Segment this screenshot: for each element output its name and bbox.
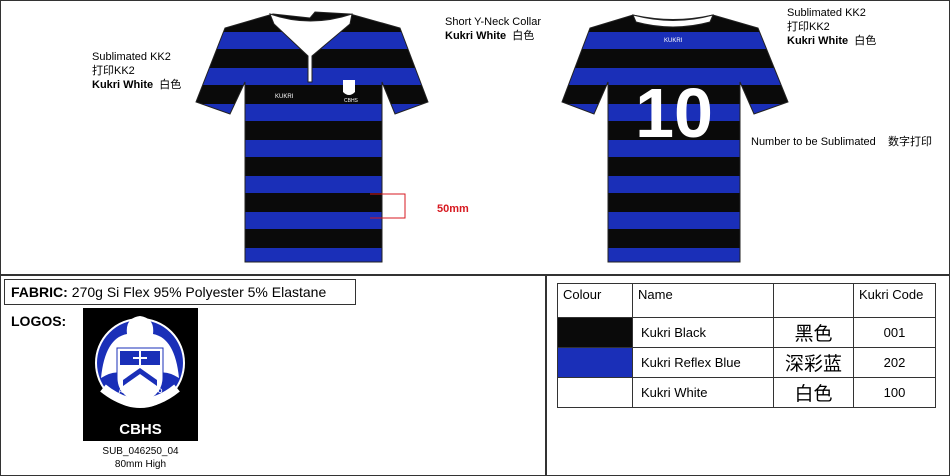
- row-code: 202: [853, 347, 936, 378]
- measure-label: 50mm: [437, 203, 469, 215]
- measure-bracket: [370, 193, 406, 219]
- col-header-name: Name: [632, 283, 774, 318]
- number-note-en: Number to be Sublimated: [751, 136, 876, 148]
- col-header-code: Kukri Code: [853, 283, 936, 318]
- row-zh: 深彩蓝: [773, 347, 854, 378]
- table-row: Kukri Reflex Blue 深彩蓝 202: [557, 347, 947, 378]
- swatch-blue: [557, 347, 633, 378]
- collar-color-zh: 白色: [512, 30, 535, 42]
- row-zh: 黑色: [773, 317, 854, 348]
- row-name: Kukri Black: [632, 317, 774, 348]
- back-brand: KUKRI: [664, 38, 683, 44]
- back-print-line2: 打印KK2: [787, 21, 830, 33]
- front-print-line2: 打印KK2: [92, 65, 135, 77]
- back-print-line1: Sublimated KK2: [787, 7, 866, 19]
- row-zh: 白色: [773, 377, 854, 408]
- row-code: 100: [853, 377, 936, 408]
- number-note: Number to be Sublimated 数字打印: [751, 135, 932, 149]
- collar-title: Short Y-Neck Collar: [445, 16, 541, 28]
- fabric-key: FABRIC:: [11, 284, 68, 300]
- divider-horizontal: [0, 274, 950, 276]
- back-print-color: Kukri White: [787, 35, 849, 47]
- collar-color: Kukri White: [445, 30, 507, 42]
- divider-vertical: [545, 275, 547, 476]
- collar-label: Short Y-Neck Collar Kukri White 白色: [445, 15, 541, 43]
- swatch-black: [557, 317, 633, 348]
- table-row: Kukri Black 黑色 001: [557, 317, 947, 348]
- col-header-zh: [773, 283, 854, 318]
- table-row: Kukri White 白色 100: [557, 377, 947, 408]
- front-print-label: Sublimated KK2 打印KK2 Kukri White 白色: [92, 50, 181, 92]
- row-code: 001: [853, 317, 936, 348]
- logos-title: LOGOS:: [11, 313, 67, 329]
- back-print-label: Sublimated KK2 打印KK2 Kukri White 白色: [787, 6, 876, 48]
- front-jersey: KUKRI CBHS: [195, 11, 429, 263]
- logo-motto: ALTIORA PETO: [118, 389, 163, 395]
- crest-icon: [95, 316, 185, 408]
- back-print-color-zh: 白色: [854, 35, 877, 47]
- row-name: Kukri White: [632, 377, 774, 408]
- number-note-zh: 数字打印: [887, 136, 932, 148]
- school-logo: ALTIORA PETO CBHS: [83, 308, 198, 441]
- fabric-box: FABRIC: 270g Si Flex 95% Polyester 5% El…: [4, 279, 356, 305]
- row-name: Kukri Reflex Blue: [632, 347, 774, 378]
- logo-size: 80mm High: [114, 459, 167, 470]
- colour-table: Colour Name Kukri Code Kukri Black 黑色 00…: [557, 283, 947, 408]
- fabric-value: 270g Si Flex 95% Polyester 5% Elastane: [71, 284, 327, 300]
- front-crest-text: CBHS: [344, 98, 359, 104]
- logo-code: SUB_046250_04: [102, 446, 179, 457]
- front-brand: KUKRI: [275, 94, 294, 100]
- logo-school: CBHS: [119, 421, 162, 438]
- front-print-color-zh: 白色: [159, 79, 182, 91]
- swatch-white: [557, 377, 633, 408]
- front-print-color: Kukri White: [92, 79, 154, 91]
- front-print-line1: Sublimated KK2: [92, 51, 171, 63]
- back-jersey: KUKRI 10: [561, 14, 789, 263]
- back-number: 10: [635, 74, 713, 152]
- col-header-colour: Colour: [557, 283, 633, 318]
